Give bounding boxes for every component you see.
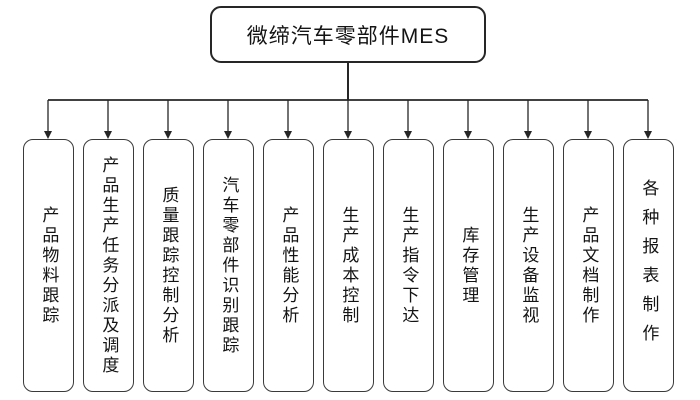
module-node-label: 汽车零部件识别跟踪 (219, 175, 239, 356)
module-node-label: 产品文档制作 (579, 205, 599, 326)
module-node: 产品性能分析 (262, 139, 314, 392)
module-node-label: 各种报表制作 (639, 178, 659, 353)
arrowhead-icon (224, 131, 232, 139)
arrowhead-icon (164, 131, 172, 139)
module-node: 库存管理 (442, 139, 494, 392)
module-node-label: 生产指令下达 (399, 205, 419, 326)
arrowhead-icon (464, 131, 472, 139)
arrowhead-icon (584, 131, 592, 139)
root-node-label: 微缔汽车零部件MES (246, 24, 450, 48)
module-node-label: 产品性能分析 (279, 205, 299, 326)
arrowhead-icon (524, 131, 532, 139)
module-node: 产品文档制作 (562, 139, 614, 392)
module-node-label: 质量跟踪控制分析 (159, 185, 179, 346)
arrowhead-icon (44, 131, 52, 139)
arrowhead-icon (404, 131, 412, 139)
module-node-label: 库存管理 (459, 225, 479, 306)
module-node: 产品生产任务分派及调度 (82, 139, 134, 392)
module-node: 生产设备监视 (502, 139, 554, 392)
module-node: 产品物料跟踪 (22, 139, 74, 392)
arrowhead-icon (284, 131, 292, 139)
module-node: 汽车零部件识别跟踪 (202, 139, 254, 392)
root-node: 微缔汽车零部件MES (210, 6, 486, 63)
module-node: 质量跟踪控制分析 (142, 139, 194, 392)
arrowhead-icon (644, 131, 652, 139)
module-node: 生产成本控制 (322, 139, 374, 392)
arrowhead-icon (104, 131, 112, 139)
module-node: 生产指令下达 (382, 139, 434, 392)
module-node-label: 产品生产任务分派及调度 (99, 155, 119, 376)
arrowhead-icon (344, 131, 352, 139)
module-node-label: 产品物料跟踪 (39, 205, 59, 326)
module-node: 各种报表制作 (622, 139, 674, 392)
module-node-label: 生产设备监视 (519, 205, 539, 326)
module-node-label: 生产成本控制 (339, 205, 359, 326)
